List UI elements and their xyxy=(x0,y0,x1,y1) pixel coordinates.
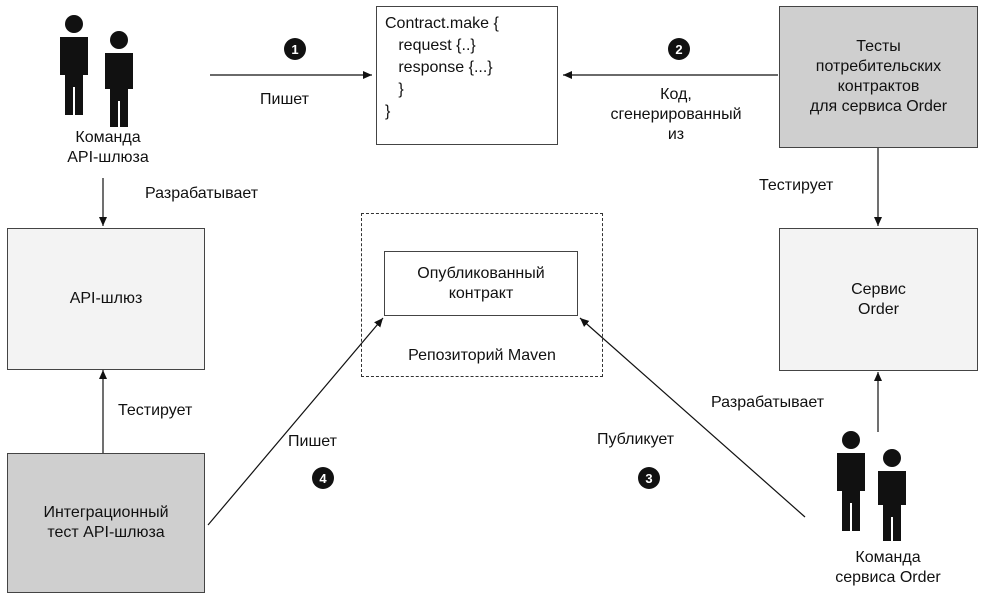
generated-line1: Код, xyxy=(660,86,692,103)
generated-line2: сгенерированный xyxy=(610,106,742,123)
consumer-tests-line1: Тесты xyxy=(856,38,901,55)
edge-label-tests-left: Тестирует xyxy=(118,402,193,419)
published-contract-line2: контракт xyxy=(448,284,514,302)
contract-code-box: Contract.make { request {..} response {.… xyxy=(376,6,558,145)
team-gateway-line1: Команда xyxy=(75,129,141,146)
integration-test-line1: Интеграционный xyxy=(43,504,169,521)
consumer-tests-line2: потребительских xyxy=(815,58,942,75)
api-gateway-label: API-шлюз xyxy=(69,290,143,307)
edge-publishes xyxy=(579,317,806,518)
order-service-box: Сервис Order xyxy=(779,228,978,371)
edge-label-publishes: Публикует xyxy=(597,431,675,448)
edge-label-writes-top: Пишет xyxy=(260,91,309,108)
team-order-icon xyxy=(837,431,906,541)
published-contract-box: Опубликованный контракт xyxy=(384,251,578,316)
edge-label-develops-right: Разрабатывает xyxy=(711,394,825,411)
edge-label-writes-bottom: Пишет xyxy=(288,433,337,450)
integration-test-line2: тест API-шлюза xyxy=(47,524,165,541)
edge-label-generated: Код, сгенерированный из xyxy=(584,85,768,145)
team-order-line2: сервиса Order xyxy=(835,569,941,586)
team-gateway-icon xyxy=(60,15,133,127)
team-gateway-label: Команда API-шлюза xyxy=(58,128,158,168)
order-service-line1: Сервис xyxy=(851,280,906,298)
maven-repository-container xyxy=(361,213,603,377)
integration-test-box: Интеграционный тест API-шлюза xyxy=(7,453,205,593)
step-2-badge: 2 xyxy=(668,38,690,60)
code-line-4: } xyxy=(385,81,404,98)
code-line-3: response {...} xyxy=(385,59,493,76)
code-line-1: Contract.make { xyxy=(385,15,499,32)
step-4-badge: 4 xyxy=(312,467,334,489)
team-order-label: Команда сервиса Order xyxy=(818,548,958,588)
team-gateway-line2: API-шлюза xyxy=(67,149,149,166)
consumer-contract-tests-box: Тесты потребительских контрактов для сер… xyxy=(779,6,978,148)
order-service-line2: Order xyxy=(858,300,899,318)
edge-label-tests-right: Тестирует xyxy=(759,177,834,194)
api-gateway-box: API-шлюз xyxy=(7,228,205,370)
maven-repository-label: Репозиторий Maven xyxy=(408,347,556,364)
code-line-2: request {..} xyxy=(385,37,476,54)
consumer-tests-line3: контрактов xyxy=(837,78,920,95)
step-3-badge: 3 xyxy=(638,467,660,489)
step-1-badge: 1 xyxy=(284,38,306,60)
edge-label-develops-left: Разрабатывает xyxy=(145,185,259,202)
published-contract-line1: Опубликованный xyxy=(417,264,545,282)
consumer-tests-line4: для сервиса Order xyxy=(809,98,948,115)
edge-writes-published xyxy=(207,317,384,526)
team-order-line1: Команда xyxy=(855,549,921,566)
generated-line3: из xyxy=(667,126,685,143)
code-line-5: } xyxy=(385,103,391,120)
